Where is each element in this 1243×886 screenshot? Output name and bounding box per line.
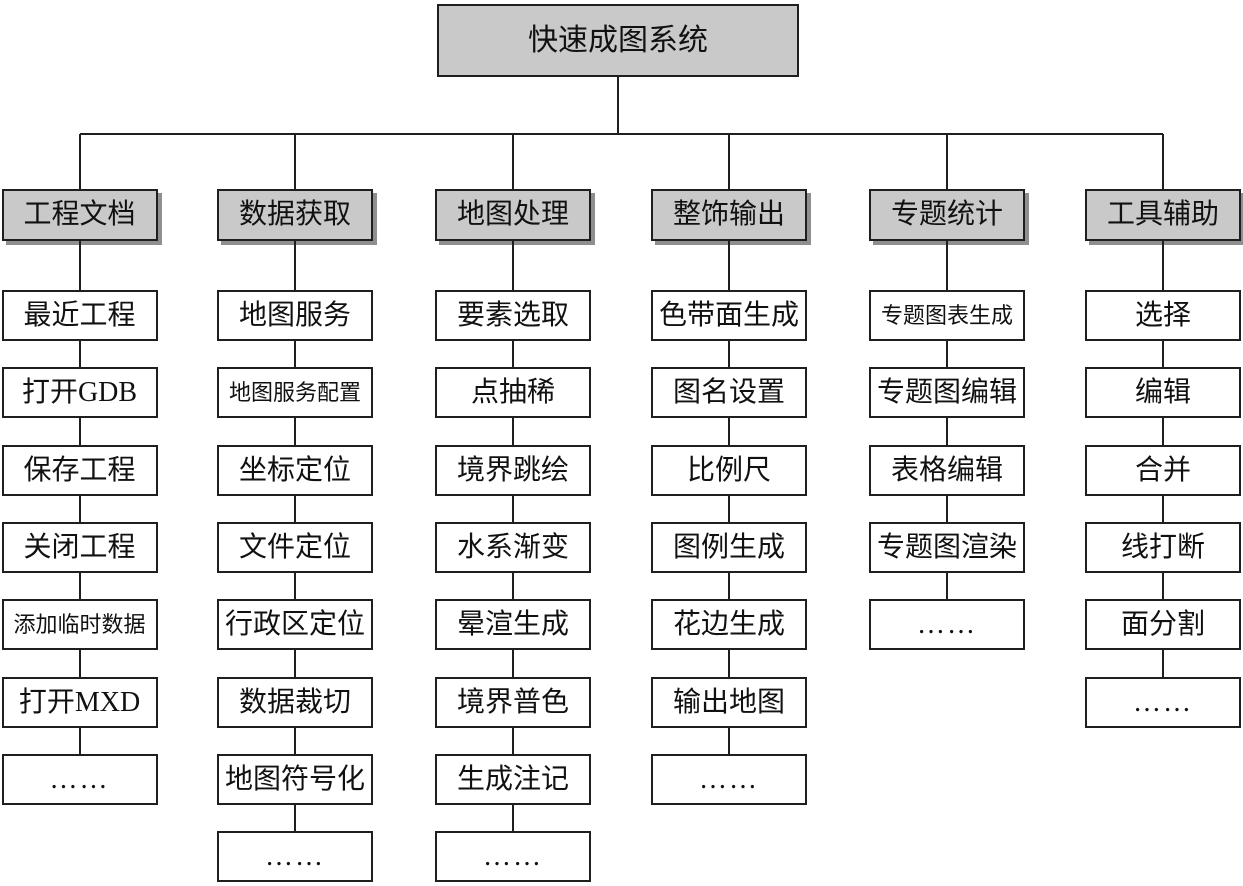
leaf-node: …… — [1085, 677, 1241, 728]
leaf-node: 合并 — [1085, 445, 1241, 496]
connector-line — [728, 341, 730, 367]
connector-line — [294, 573, 296, 599]
connector-line — [294, 728, 296, 754]
leaf-node: …… — [869, 599, 1025, 650]
connector-line — [294, 134, 296, 189]
connector-line — [946, 341, 948, 367]
leaf-node: 境界跳绘 — [435, 445, 591, 496]
connector-line — [946, 134, 948, 189]
branch-header: 数据获取 — [217, 189, 373, 241]
connector-line — [79, 133, 1163, 135]
leaf-node: 晕渲生成 — [435, 599, 591, 650]
connector-line — [78, 418, 81, 445]
leaf-node: 最近工程 — [1, 290, 158, 341]
connector-line — [1162, 418, 1164, 445]
connector-line — [1162, 573, 1164, 599]
connector-line — [294, 241, 296, 290]
leaf-node: 编辑 — [1085, 367, 1241, 418]
leaf-node: 专题图渲染 — [869, 522, 1025, 573]
connector-line — [946, 241, 948, 290]
leaf-node: …… — [1, 754, 158, 805]
leaf-node: 表格编辑 — [869, 445, 1025, 496]
branch-header: 整饰输出 — [651, 189, 807, 241]
connector-line — [512, 341, 514, 367]
leaf-node: 专题图表生成 — [869, 290, 1025, 341]
connector-line — [78, 650, 81, 677]
branch-header: 工程文档 — [1, 189, 158, 241]
connector-line — [512, 650, 514, 677]
connector-line — [78, 728, 81, 754]
connector-line — [1162, 341, 1164, 367]
leaf-node: 地图服务 — [217, 290, 373, 341]
leaf-node: 打开MXD — [1, 677, 158, 728]
leaf-node: 保存工程 — [1, 445, 158, 496]
connector-line — [1162, 134, 1164, 189]
connector-line — [1162, 650, 1164, 677]
leaf-node: 文件定位 — [217, 522, 373, 573]
branch-header: 地图处理 — [435, 189, 591, 241]
connector-line — [728, 134, 730, 189]
connector-line — [512, 418, 514, 445]
connector-line — [294, 341, 296, 367]
leaf-node: 图例生成 — [651, 522, 807, 573]
leaf-node: 专题图编辑 — [869, 367, 1025, 418]
leaf-node: …… — [651, 754, 807, 805]
connector-line — [1162, 496, 1164, 522]
leaf-node: 地图符号化 — [217, 754, 373, 805]
connector-line — [512, 728, 514, 754]
connector-line — [512, 134, 514, 189]
leaf-node: 数据裁切 — [217, 677, 373, 728]
connector-line — [728, 241, 730, 290]
connector-line — [946, 496, 948, 522]
connector-line — [78, 134, 81, 189]
connector-line — [78, 496, 81, 522]
connector-line — [946, 418, 948, 445]
connector-line — [1162, 241, 1164, 290]
leaf-node: 输出地图 — [651, 677, 807, 728]
leaf-node: 比例尺 — [651, 445, 807, 496]
leaf-node: 花边生成 — [651, 599, 807, 650]
connector-line — [294, 650, 296, 677]
leaf-node: 水系渐变 — [435, 522, 591, 573]
leaf-node: 行政区定位 — [217, 599, 373, 650]
connector-line — [78, 341, 81, 367]
leaf-node: 点抽稀 — [435, 367, 591, 418]
leaf-node: 线打断 — [1085, 522, 1241, 573]
leaf-node: …… — [435, 831, 591, 882]
leaf-node: 坐标定位 — [217, 445, 373, 496]
connector-line — [78, 573, 81, 599]
leaf-node: 图名设置 — [651, 367, 807, 418]
leaf-node: 选择 — [1085, 290, 1241, 341]
connector-line — [616, 77, 619, 135]
branch-header: 工具辅助 — [1085, 189, 1241, 241]
connector-line — [512, 805, 514, 831]
branch-header: 专题统计 — [869, 189, 1025, 241]
connector-line — [512, 241, 514, 290]
leaf-node: 生成注记 — [435, 754, 591, 805]
connector-line — [728, 496, 730, 522]
connector-line — [512, 573, 514, 599]
connector-line — [728, 573, 730, 599]
leaf-node: 打开GDB — [1, 367, 158, 418]
leaf-node: 关闭工程 — [1, 522, 158, 573]
connector-line — [512, 496, 514, 522]
leaf-node: …… — [217, 831, 373, 882]
connector-line — [78, 241, 81, 290]
connector-line — [728, 418, 730, 445]
leaf-node: 色带面生成 — [651, 290, 807, 341]
connector-line — [728, 728, 730, 754]
connector-line — [294, 496, 296, 522]
root-node: 快速成图系统 — [437, 4, 799, 77]
leaf-node: 地图服务配置 — [217, 367, 373, 418]
connector-line — [294, 418, 296, 445]
leaf-node: 要素选取 — [435, 290, 591, 341]
leaf-node: 面分割 — [1085, 599, 1241, 650]
connector-line — [728, 650, 730, 677]
leaf-node: 境界普色 — [435, 677, 591, 728]
connector-line — [294, 805, 296, 831]
connector-line — [946, 573, 948, 599]
leaf-node: 添加临时数据 — [1, 599, 158, 650]
